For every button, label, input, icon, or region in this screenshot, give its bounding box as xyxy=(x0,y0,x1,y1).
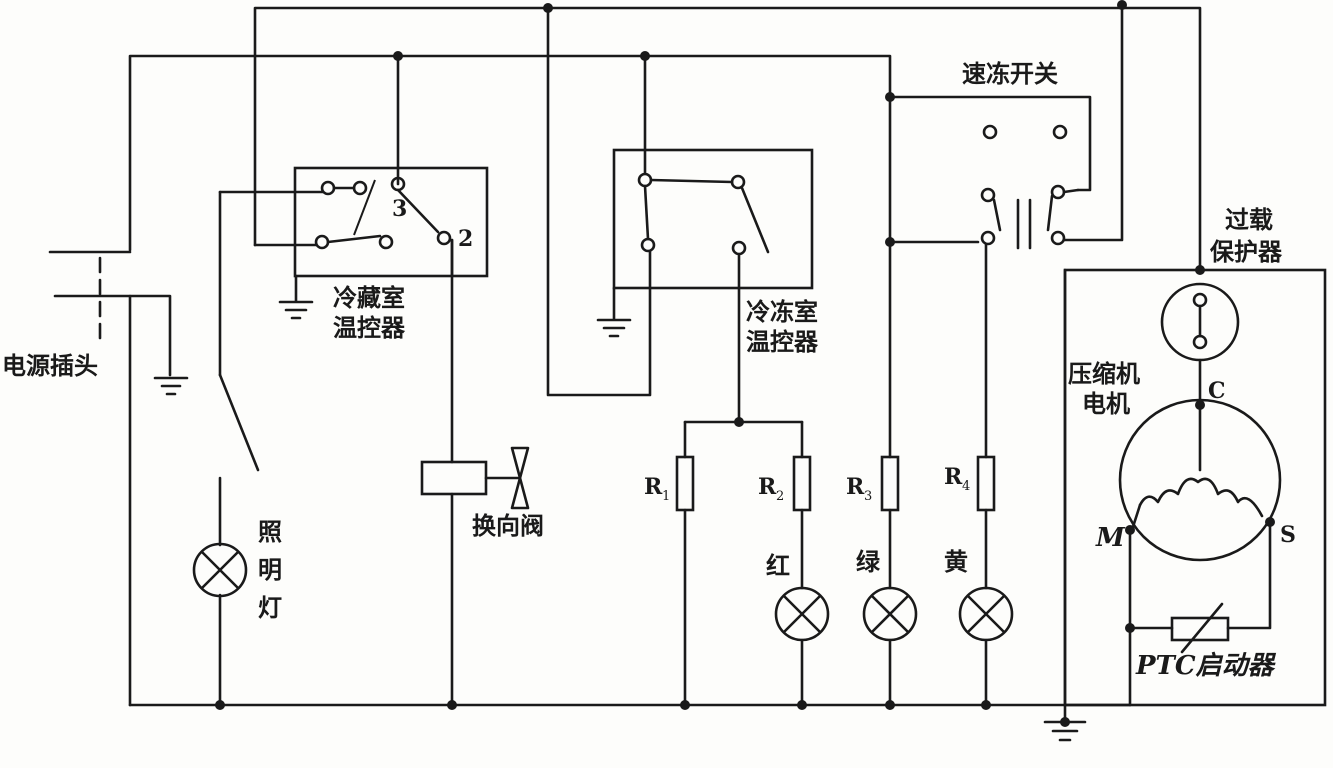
lamp-label-1: 照 xyxy=(258,518,282,546)
resistor-r3 xyxy=(880,455,900,512)
green-lamp-label: 绿 xyxy=(856,548,881,576)
red-lamp-label: 红 xyxy=(766,552,790,580)
resistor-r2 xyxy=(792,455,812,512)
freezer-thermostat-label-1: 冷冻室 xyxy=(746,298,818,326)
terminal-m-label: M xyxy=(1095,523,1126,553)
junction-dots xyxy=(215,0,1275,727)
quick-freeze-switch-label: 速冻开关 xyxy=(962,60,1058,88)
r3-subscript: 3 xyxy=(864,489,872,504)
reversing-valve-label: 换向阀 xyxy=(472,512,544,540)
wiring xyxy=(48,6,1272,724)
fridge-thermostat: 3 2 xyxy=(293,166,489,278)
overload-protector-label-1: 过载 xyxy=(1225,206,1273,234)
r4-label: R xyxy=(944,464,963,490)
green-indicator-lamp xyxy=(862,586,918,642)
ground-symbols xyxy=(153,274,1087,742)
reversing-valve xyxy=(420,446,530,510)
r2-subscript: 2 xyxy=(776,489,784,504)
yellow-lamp-label: 黄 xyxy=(944,548,968,576)
resistor-r1 xyxy=(675,455,695,512)
r1-label: R xyxy=(644,474,663,500)
r2-label: R xyxy=(758,474,777,500)
freezer-thermostat-label-2: 温控器 xyxy=(746,328,819,356)
fridge-thermostat-label-2: 温控器 xyxy=(333,314,406,342)
terminal-3-label: 3 xyxy=(392,196,407,222)
r4-subscript: 4 xyxy=(962,479,970,494)
compressor-label-1: 压缩机 xyxy=(1068,360,1140,388)
fridge-thermostat-label-1: 冷藏室 xyxy=(333,284,405,312)
freezer-thermostat xyxy=(612,148,814,290)
compressor-assembly xyxy=(1063,268,1327,707)
terminal-2-label: 2 xyxy=(458,226,473,252)
compressor-label-2: 电机 xyxy=(1082,390,1130,418)
terminal-s-label: S xyxy=(1280,522,1296,548)
resistors xyxy=(675,455,996,512)
red-indicator-lamp xyxy=(774,586,830,642)
ptc-starter-label: PTC启动器 xyxy=(1135,651,1277,681)
overload-protector xyxy=(1160,282,1240,362)
quick-freeze-switch xyxy=(980,124,1080,250)
lamp-label-3: 灯 xyxy=(258,594,282,622)
r1-subscript: 1 xyxy=(662,489,670,504)
r3-label: R xyxy=(846,474,865,500)
overload-protector-label-2: 保护器 xyxy=(1209,238,1283,266)
labels: 电源插头 冷藏室 温控器 冷冻室 温控器 速冻开关 过载 保护器 压缩机 电机 … xyxy=(2,60,1296,681)
power-plug-label: 电源插头 xyxy=(2,352,98,380)
lamp-label-2: 明 xyxy=(258,556,282,584)
resistor-r4 xyxy=(976,455,996,512)
terminal-c-label: C xyxy=(1208,378,1226,404)
lamps xyxy=(192,542,1014,642)
ptc-starter xyxy=(1170,616,1230,642)
lighting-lamp xyxy=(192,542,248,598)
yellow-indicator-lamp xyxy=(958,586,1014,642)
